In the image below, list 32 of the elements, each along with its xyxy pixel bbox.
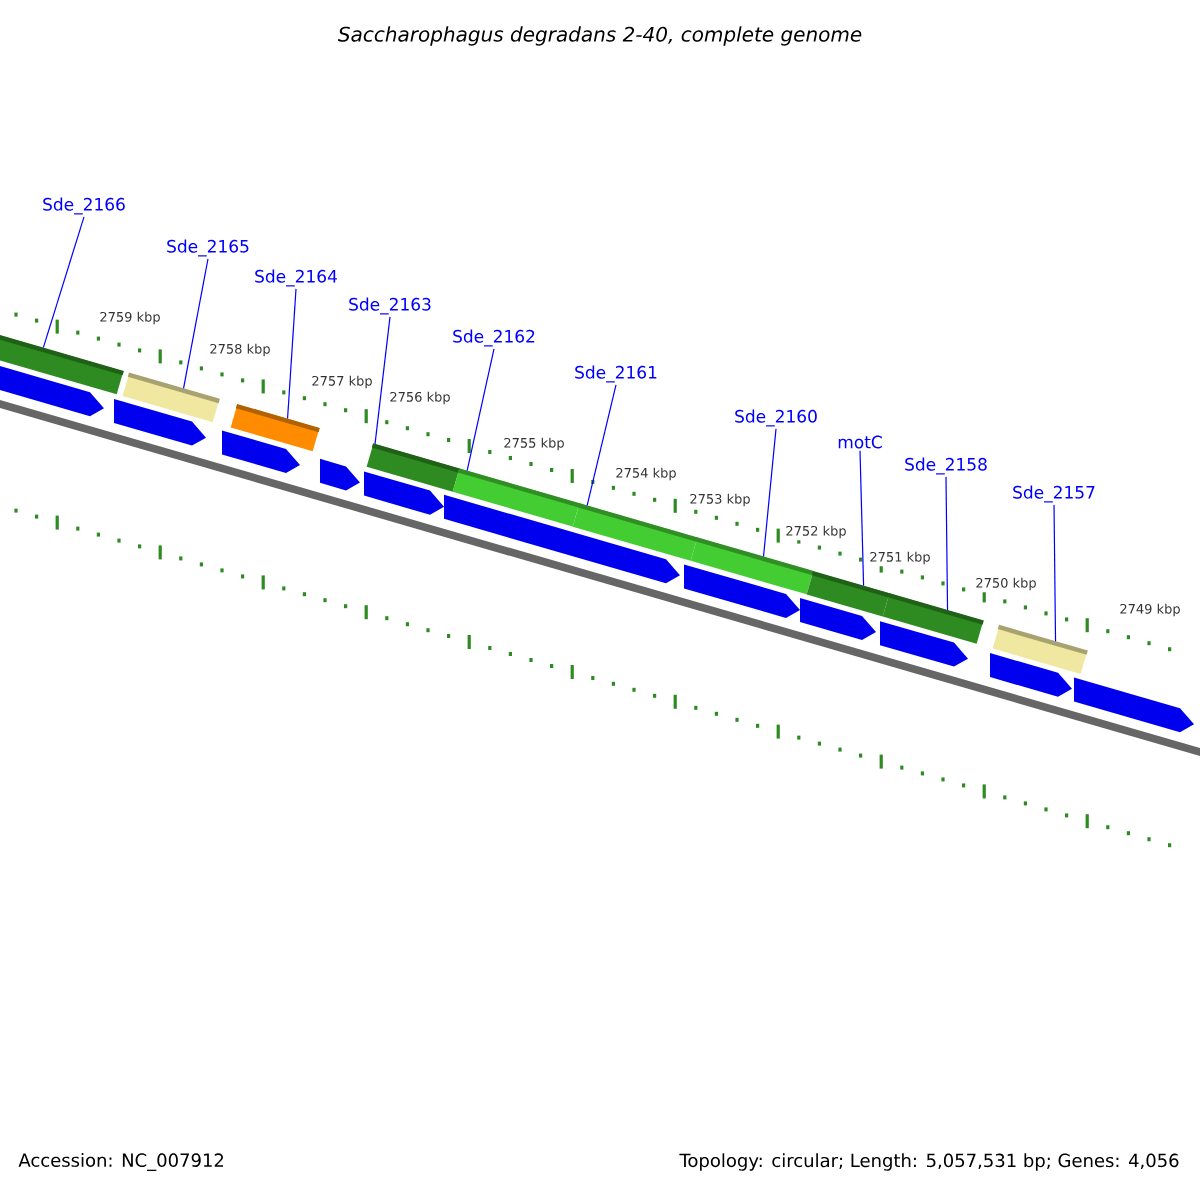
gene-label: Sde_2157 (1013, 485, 1095, 503)
leader-line (859, 450, 865, 587)
gene-bar (0, 334, 124, 395)
title: Saccharophagus degradans 2-40, complete genome (338, 26, 862, 46)
gene-label: motC (838, 435, 882, 449)
gene-label: Sde_2166 (43, 197, 125, 215)
gene-label: Sde_2163 (349, 297, 431, 315)
gene-label: Sde_2158 (905, 457, 987, 475)
gene-bar (690, 537, 814, 595)
leader-line (374, 316, 391, 445)
gene-bar (366, 443, 460, 492)
gene-label: Sde_2162 (453, 329, 535, 347)
leader-line (182, 258, 209, 389)
footer-text: Accession: NC_007912 (18, 1153, 224, 1171)
gene-bar (230, 403, 320, 452)
leader-line (586, 384, 617, 507)
gene-bar (122, 372, 220, 423)
footer-text: Topology: circular; Length: 5,057,531 bp; Genes: 4,056 (679, 1153, 1179, 1171)
leader-line (945, 476, 949, 611)
gene-label: Sde_2165 (167, 239, 249, 257)
gene-bar (992, 624, 1088, 674)
gene-label: Sde_2160 (735, 409, 817, 427)
gene-bar (806, 570, 890, 617)
gene-bar (452, 468, 580, 527)
gene-label: Sde_2161 (575, 365, 657, 383)
gene-label: Sde_2164 (255, 269, 337, 287)
gene-bar (572, 503, 698, 561)
leader-line (42, 216, 85, 349)
leader-line (286, 288, 297, 420)
leader-line (762, 428, 777, 558)
gene-bar (882, 592, 984, 644)
leader-line (1053, 504, 1057, 642)
